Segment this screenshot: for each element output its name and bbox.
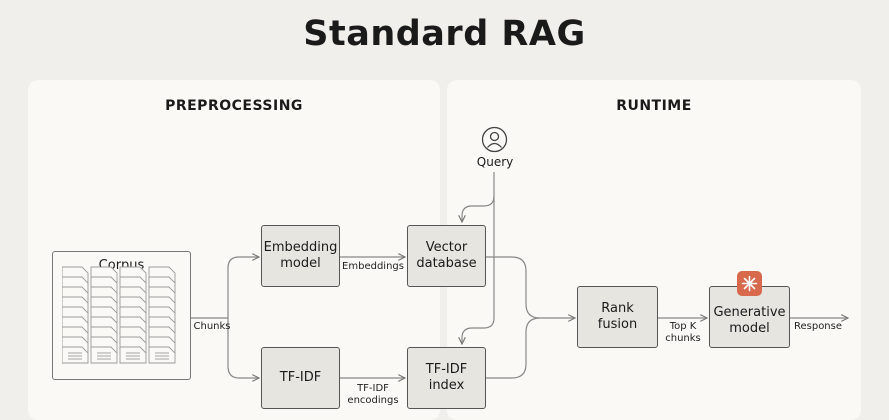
- document-icon: [62, 346, 89, 364]
- tfidf-label: TF-IDF: [279, 370, 322, 385]
- embeddings-label: Embeddings: [342, 261, 404, 272]
- diagram-title: Standard RAG: [303, 14, 586, 54]
- vector-database-line1: Vector: [425, 240, 468, 255]
- document-icon: [90, 346, 118, 364]
- embedding-model-line2: model: [280, 256, 321, 271]
- tfidf-index-line2: index: [428, 378, 465, 393]
- tfidf-node: TF-IDF: [261, 347, 340, 409]
- query-label: Query: [476, 155, 514, 169]
- vector-database-line2: database: [416, 256, 477, 271]
- user-icon: [481, 126, 508, 153]
- top-k-chunks-label: Top K chunks: [660, 321, 706, 345]
- top-k-line2: chunks: [665, 333, 701, 344]
- tfidf-encodings-line1: TF-IDF: [357, 383, 389, 394]
- chunks-label: Chunks: [193, 321, 231, 332]
- generative-model-line1: Generative: [713, 305, 786, 320]
- document-icon: [148, 346, 176, 364]
- connector-lines: [191, 172, 889, 400]
- rank-fusion-line1: Rank: [601, 301, 634, 316]
- document-icon: [119, 346, 147, 364]
- edge-query-to-vector: [462, 195, 495, 222]
- top-k-line1: Top K: [669, 321, 697, 332]
- runtime-label: RUNTIME: [616, 98, 692, 114]
- edge-vector-to-rank: [486, 256, 575, 318]
- tfidf-index-line1: TF-IDF: [425, 362, 468, 377]
- document-stack-icon: [62, 266, 176, 364]
- tfidf-encodings-label: TF-IDF encodings: [342, 383, 404, 407]
- generative-model-line2: model: [729, 321, 770, 336]
- edge-query-down: [462, 172, 495, 344]
- edge-index-to-rank: [486, 317, 541, 379]
- edge-to-tfidf: [227, 318, 259, 378]
- sparkle-icon: [737, 271, 762, 296]
- rank-fusion-line2: fusion: [597, 317, 638, 332]
- tfidf-encodings-line2: encodings: [347, 395, 399, 406]
- edge-to-embedding: [227, 257, 259, 318]
- runtime-panel: [447, 80, 861, 420]
- embedding-model-line1: Embedding: [263, 240, 338, 255]
- response-label: Response: [793, 321, 843, 332]
- preprocessing-label: PREPROCESSING: [165, 98, 303, 114]
